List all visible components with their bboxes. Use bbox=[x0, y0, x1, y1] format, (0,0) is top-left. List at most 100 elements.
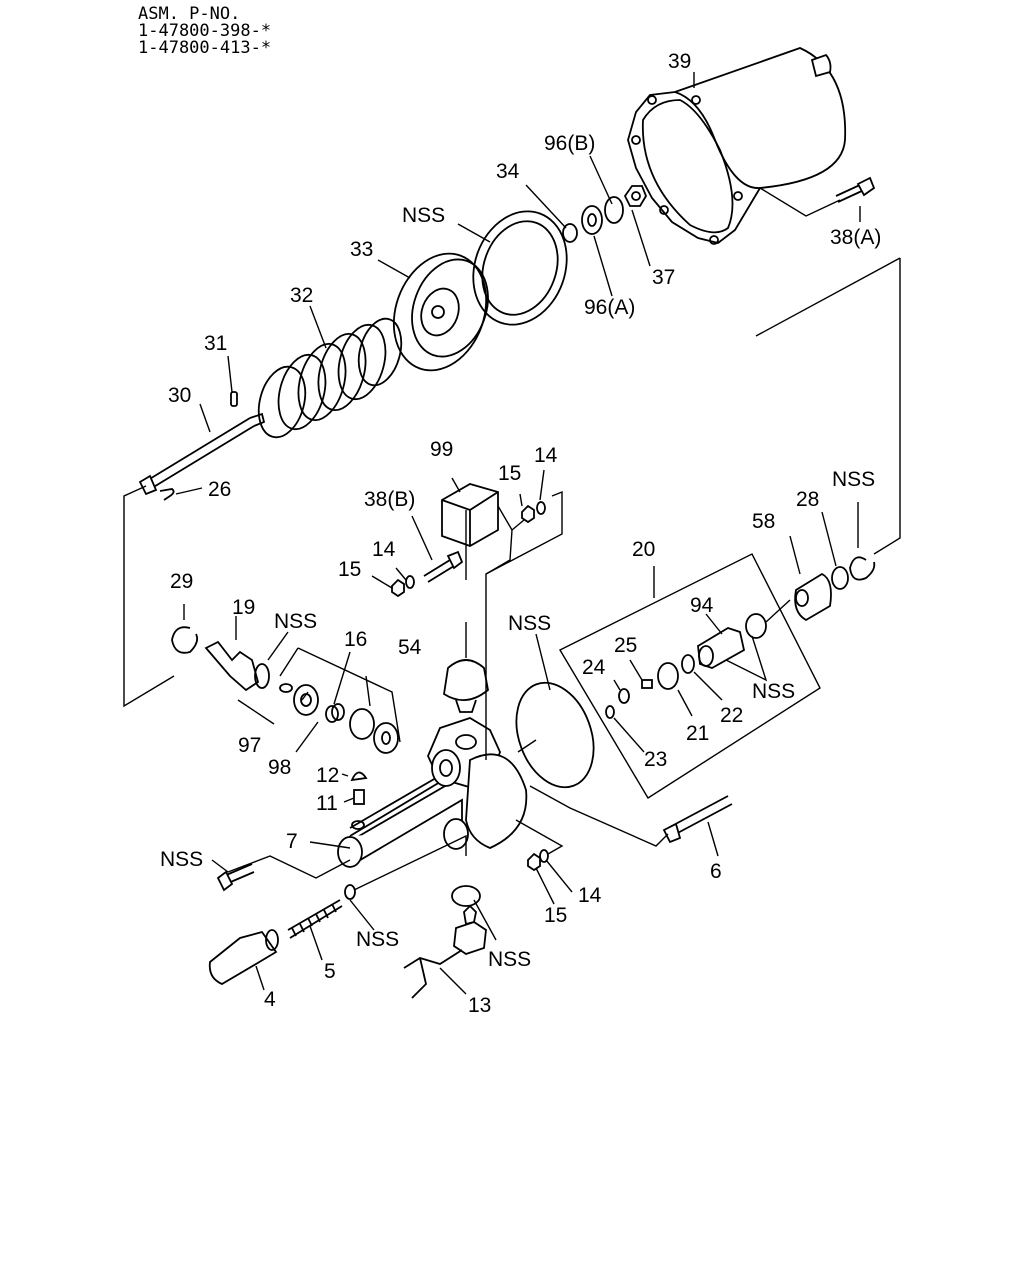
part-22-ring bbox=[681, 654, 695, 674]
part-94-valve bbox=[697, 627, 746, 669]
label-19: 19 bbox=[232, 596, 255, 619]
label-15-lower: 15 bbox=[544, 904, 567, 927]
part-98-spring bbox=[325, 703, 345, 723]
label-38b: 38(B) bbox=[364, 488, 415, 511]
label-30: 30 bbox=[168, 384, 191, 407]
label-5: 5 bbox=[324, 960, 336, 983]
asm-part-no-heading: ASM. P-NO. bbox=[138, 4, 241, 24]
label-nss-washer: NSS bbox=[356, 928, 399, 951]
part-7-valve-body bbox=[337, 717, 528, 868]
label-58: 58 bbox=[752, 510, 775, 533]
part-4-plug bbox=[208, 929, 279, 986]
part-26-clip bbox=[159, 488, 175, 501]
label-34: 34 bbox=[496, 160, 520, 183]
part-14-washer-lower bbox=[539, 849, 549, 863]
label-39: 39 bbox=[668, 50, 691, 73]
label-nss-o-ring: NSS bbox=[508, 612, 551, 635]
part-58-retainer bbox=[794, 572, 832, 622]
label-13: 13 bbox=[468, 994, 491, 1017]
part-33-piston-plate bbox=[392, 252, 489, 372]
part-gasket-small bbox=[745, 613, 767, 639]
part-99-cover bbox=[441, 483, 499, 547]
part-5-spring bbox=[287, 899, 343, 939]
label-20: 20 bbox=[632, 538, 655, 561]
part-19-elbow-fitting bbox=[204, 640, 270, 692]
label-31: 31 bbox=[204, 332, 227, 355]
asm-part-number-1: 1-47800-398-* bbox=[138, 21, 272, 41]
part-34-seal bbox=[562, 223, 578, 243]
label-97: 97 bbox=[238, 734, 261, 757]
part-washer-small bbox=[344, 884, 356, 900]
label-22: 22 bbox=[720, 704, 743, 727]
part-11-grease-fitting bbox=[353, 789, 365, 805]
label-15-upper-left: 15 bbox=[338, 558, 361, 581]
part-32-spring bbox=[257, 317, 403, 439]
label-nss-sensor: NSS bbox=[488, 948, 531, 971]
part-bolt-left bbox=[216, 863, 255, 892]
part-16-valve-set bbox=[279, 683, 399, 754]
label-4: 4 bbox=[264, 988, 276, 1011]
callout-labels: 39 96(B) 34 NSS 33 32 31 30 26 37 96(A) … bbox=[160, 50, 881, 1017]
part-6-pin bbox=[662, 795, 733, 844]
label-14-upper-left: 14 bbox=[372, 538, 396, 561]
part-o-ring-small bbox=[451, 885, 481, 907]
part-25-pin bbox=[641, 679, 653, 689]
label-98: 98 bbox=[268, 756, 291, 779]
label-15-upper-right: 15 bbox=[498, 462, 521, 485]
label-14-lower: 14 bbox=[578, 884, 602, 907]
part-96b-washer bbox=[604, 196, 624, 224]
label-7: 7 bbox=[286, 830, 298, 853]
label-21: 21 bbox=[686, 722, 709, 745]
label-25: 25 bbox=[614, 634, 637, 657]
label-nss-snap-ring: NSS bbox=[832, 468, 875, 491]
label-33: 33 bbox=[350, 238, 373, 261]
part-13-sensor bbox=[403, 904, 487, 999]
label-nss-seals: NSS bbox=[752, 680, 795, 703]
label-37: 37 bbox=[652, 266, 675, 289]
part-38b-bolt bbox=[423, 550, 464, 583]
part-23-washer bbox=[605, 705, 615, 719]
leader-lines bbox=[123, 72, 901, 995]
part-15-nut-lower bbox=[527, 852, 541, 872]
label-94: 94 bbox=[690, 594, 714, 617]
part-97-washer bbox=[293, 684, 319, 716]
part-12-cap bbox=[350, 771, 368, 782]
part-24-spring bbox=[618, 688, 630, 704]
label-96b: 96(B) bbox=[544, 132, 595, 155]
label-23: 23 bbox=[644, 748, 667, 771]
part-54-valve-cap bbox=[443, 659, 489, 713]
label-16: 16 bbox=[344, 628, 367, 651]
label-6: 6 bbox=[710, 860, 722, 883]
part-snap-ring-right bbox=[849, 556, 876, 581]
part-96a-washer bbox=[581, 205, 603, 235]
part-38a-bolt bbox=[835, 176, 876, 203]
part-o-ring-large bbox=[515, 681, 595, 789]
label-26: 26 bbox=[208, 478, 231, 501]
label-12: 12 bbox=[316, 764, 339, 787]
label-32: 32 bbox=[290, 284, 313, 307]
label-nss-bolt: NSS bbox=[160, 848, 203, 871]
label-99: 99 bbox=[430, 438, 453, 461]
part-15-nut-upper bbox=[391, 504, 535, 598]
part-21-seal bbox=[657, 662, 679, 690]
label-38a: 38(A) bbox=[830, 226, 881, 249]
part-29-snap-ring bbox=[171, 626, 199, 654]
asm-part-number-2: 1-47800-413-* bbox=[138, 38, 272, 58]
label-29: 29 bbox=[170, 570, 193, 593]
part-28-ring bbox=[831, 566, 849, 590]
part-diaphragm bbox=[472, 210, 568, 326]
part-14-washer-upper bbox=[405, 501, 546, 589]
part-39-booster-chamber bbox=[627, 47, 847, 245]
label-nss-diaphragm: NSS bbox=[402, 204, 445, 227]
label-54: 54 bbox=[398, 636, 422, 659]
label-11: 11 bbox=[316, 792, 338, 815]
part-31-pin bbox=[230, 391, 238, 407]
label-24: 24 bbox=[582, 656, 606, 679]
label-28: 28 bbox=[796, 488, 819, 511]
label-96a: 96(A) bbox=[584, 296, 635, 319]
label-14-upper-right: 14 bbox=[534, 444, 558, 467]
part-30-push-rod bbox=[138, 412, 266, 496]
part-37-nut bbox=[623, 185, 648, 207]
label-nss-19: NSS bbox=[274, 610, 317, 633]
